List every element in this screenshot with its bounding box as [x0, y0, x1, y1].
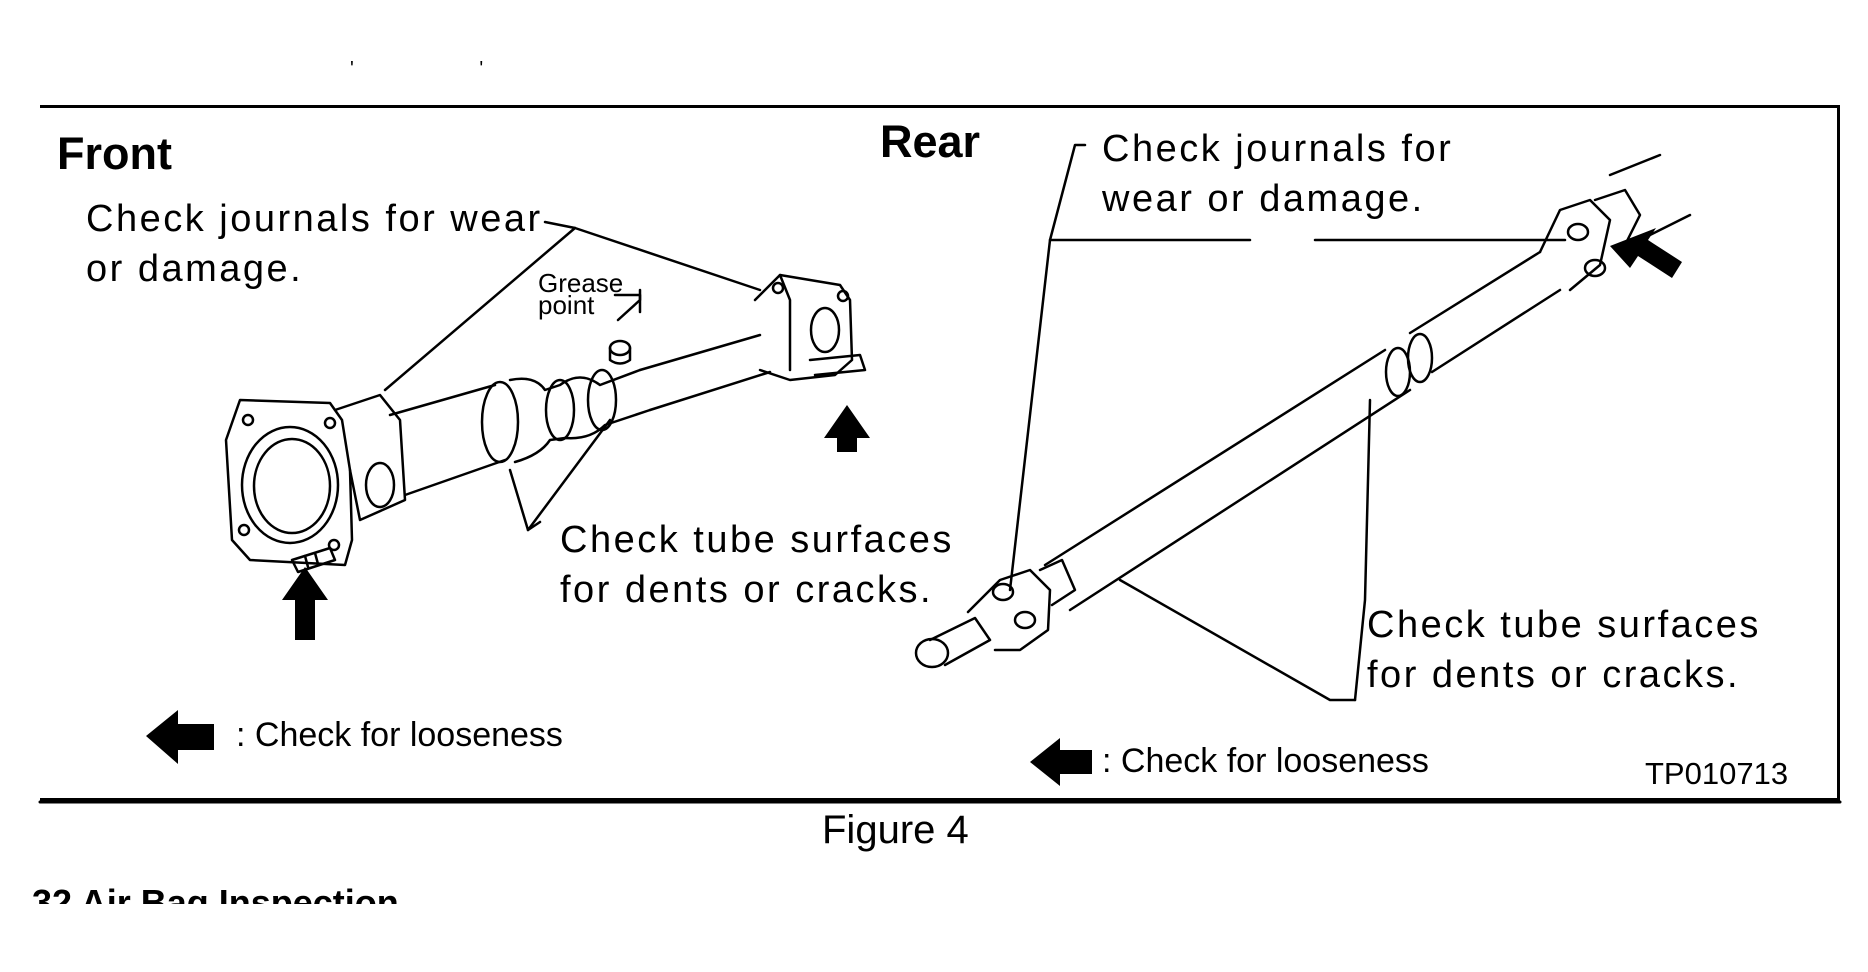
- figure-frame: [40, 105, 1840, 801]
- front-legend-arrow-icon: [146, 710, 214, 764]
- rear-looseness-arrow-icon: [1610, 228, 1682, 278]
- front-legend-text: : Check for looseness: [236, 716, 563, 754]
- figure-code: TP010713: [1645, 756, 1789, 791]
- cropped-text-fragment: ' ': [350, 58, 544, 80]
- front-title: Front: [57, 128, 172, 179]
- rear-legend-arrow-icon: [1030, 738, 1092, 786]
- front-journals-note: Check journals for wear or damage.: [86, 198, 543, 290]
- next-section-heading: 32 Air Bag Inspection: [32, 882, 399, 904]
- rear-shaft-drawing: [914, 143, 1692, 702]
- rear-legend-text: : Check for looseness: [1102, 742, 1429, 780]
- rear-tube-note: Check tube surfaces for dents or cracks.: [1367, 604, 1761, 696]
- front-looseness-arrow-icon: [282, 567, 328, 640]
- rear-title: Rear: [880, 116, 981, 167]
- grease-point-label: Grease point: [538, 268, 624, 320]
- rear-journals-note: Check journals for wear or damage.: [1102, 128, 1454, 220]
- front-shaft-drawing: [224, 220, 867, 574]
- next-section-clip: 32 Air Bag Inspection: [32, 882, 632, 904]
- figure-caption: Figure 4: [822, 808, 969, 852]
- front-tube-note: Check tube surfaces for dents or cracks.: [560, 519, 954, 611]
- rear-flange-looseness-arrow-icon: [824, 405, 870, 452]
